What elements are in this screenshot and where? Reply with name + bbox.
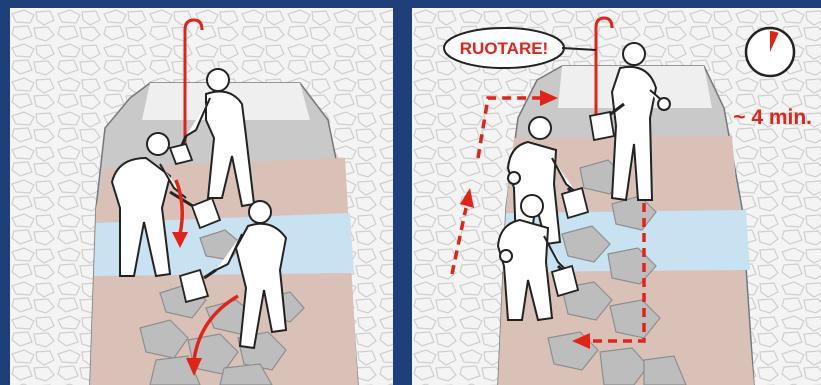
rotate-callout: RUOTARE! <box>460 39 548 58</box>
clock-icon <box>746 28 794 76</box>
left-scene <box>10 8 393 385</box>
rotation-interval: ~ 4 min. <box>733 106 812 129</box>
panel-rotation: RUOTARE! <box>412 8 821 385</box>
right-scene: RUOTARE! <box>412 8 821 385</box>
panel-digging-team <box>10 8 393 385</box>
